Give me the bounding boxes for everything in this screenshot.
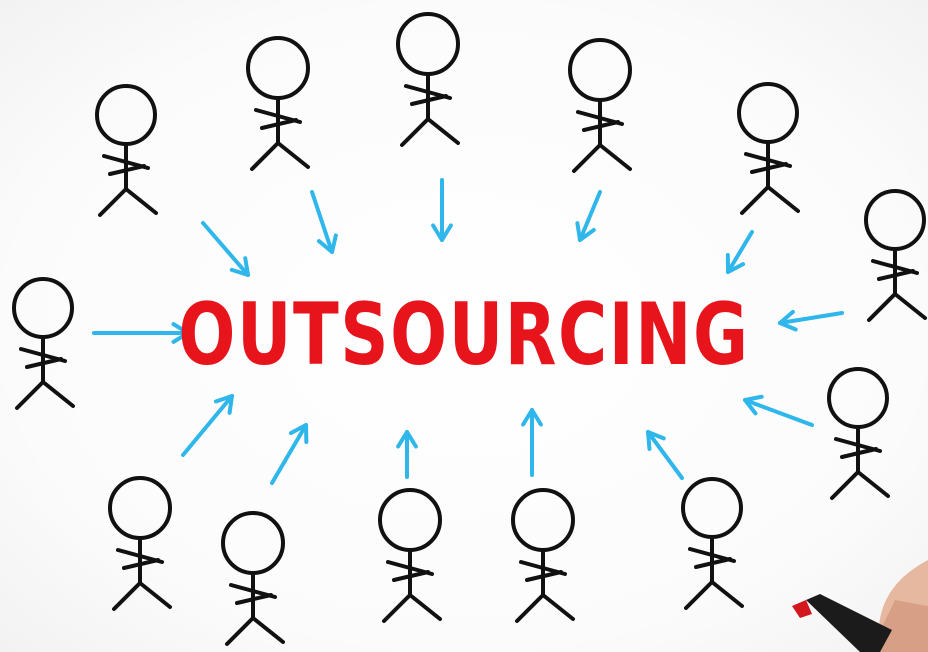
arrow-3 [431,178,453,242]
arrow-9 [181,394,234,457]
stick-figure-top-center [396,12,460,147]
stick-figure-top-left-2 [246,36,310,171]
stick-figure-top-right-1 [568,38,632,173]
red-marker-icon [792,560,928,652]
arrow-6 [778,309,844,332]
stick-figure-left [12,277,75,410]
stick-figure-bottom-1 [108,476,172,611]
arrow-8 [92,322,190,344]
arrow-2 [310,190,338,254]
arrow-10 [270,423,309,485]
stick-figure-right-lower [827,367,890,500]
arrow-1 [201,221,250,277]
arrow-11 [396,430,418,479]
stick-figure-bottom-3 [378,488,442,623]
stick-figure-top-left-1 [95,84,158,217]
arrow-12 [521,408,543,477]
stick-figure-right-upper [864,189,927,322]
stick-figure-bottom-2 [221,511,285,646]
stick-figure-bottom-4 [511,488,575,623]
arrow-7 [743,394,814,427]
arrow-4 [575,190,602,242]
stick-figure-bottom-5 [681,477,744,610]
arrow-13 [646,430,684,480]
arrow-5 [725,230,754,274]
stick-figure-top-right-2 [737,82,800,215]
outsourcing-title: OUTSOURCING [178,285,750,385]
